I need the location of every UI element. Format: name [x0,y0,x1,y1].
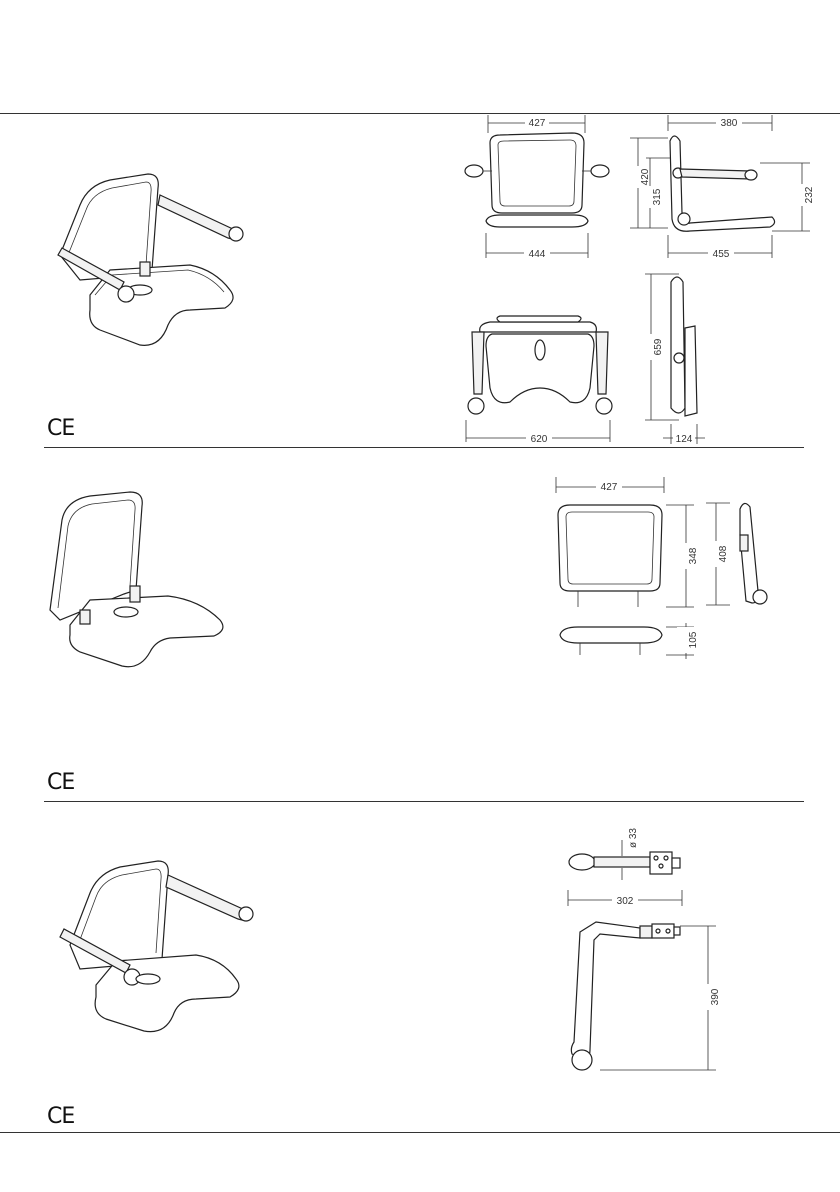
dim-380: 380 [721,118,738,129]
dim-420: 420 [640,168,651,185]
folded-side-view-drawing: 659 124 [635,268,725,448]
ce-mark: CE [47,418,74,440]
dim-232: 232 [804,186,815,203]
armrest-side-view-drawing: 390 [560,918,720,1078]
dim-390: 390 [710,988,721,1005]
dim-620: 620 [531,434,548,445]
ce-mark: CE [47,1106,74,1128]
dim-427-a: 427 [529,118,546,129]
dim-659: 659 [653,338,664,355]
front-view-drawing: 427 444 [460,113,620,263]
armrest-illustration [40,845,270,1035]
dim-455: 455 [713,249,730,260]
top-view-drawing: 620 [460,310,620,450]
dim-302: 302 [617,896,634,907]
bottom-page-rule [0,1132,840,1133]
dim-408: 408 [718,545,729,562]
dim-124: 124 [676,434,693,445]
dim-444: 444 [529,249,546,260]
backrest-side-view-drawing: 408 [700,495,790,615]
ce-mark: CE [47,772,74,794]
section-divider-2 [44,801,804,802]
dim-105: 105 [688,631,699,648]
dim-diameter-33: ø 33 [628,828,639,848]
dim-348: 348 [688,547,699,564]
seat-armrests-illustration [40,160,260,360]
dim-315: 315 [652,188,663,205]
seat-backrest-illustration [40,490,240,670]
armrest-top-view-drawing: ø 33 302 [560,820,700,910]
side-view-drawing: 380 420 315 232 455 [620,113,820,263]
dim-427-b: 427 [601,482,618,493]
backrest-front-view-drawing: 427 348 105 [548,475,698,675]
